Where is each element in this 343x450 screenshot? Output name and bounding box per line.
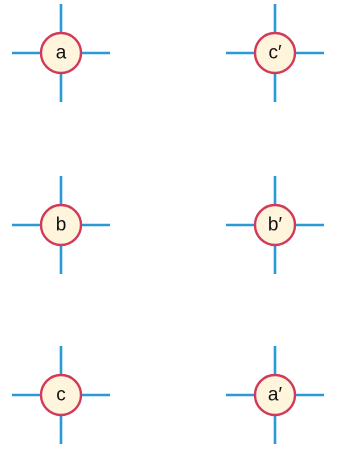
node-label: a [56, 43, 67, 64]
coil-cross-icon [226, 4, 324, 102]
coil-cross-icon [226, 346, 324, 444]
node-a: a [12, 4, 110, 102]
node-c-prime: c′ [226, 4, 324, 102]
node-a-prime: a′ [226, 346, 324, 444]
coil-cross-icon [226, 176, 324, 274]
node-b: b [12, 176, 110, 274]
coil-cross-icon [12, 346, 110, 444]
coil-cross-icon [12, 176, 110, 274]
node-label: a′ [268, 385, 283, 406]
node-label: c [56, 385, 66, 406]
node-label: c′ [268, 43, 282, 64]
node-c: c [12, 346, 110, 444]
coil-cross-icon [12, 4, 110, 102]
node-b-prime: b′ [226, 176, 324, 274]
node-label: b [56, 215, 67, 236]
node-label: b′ [268, 215, 283, 236]
